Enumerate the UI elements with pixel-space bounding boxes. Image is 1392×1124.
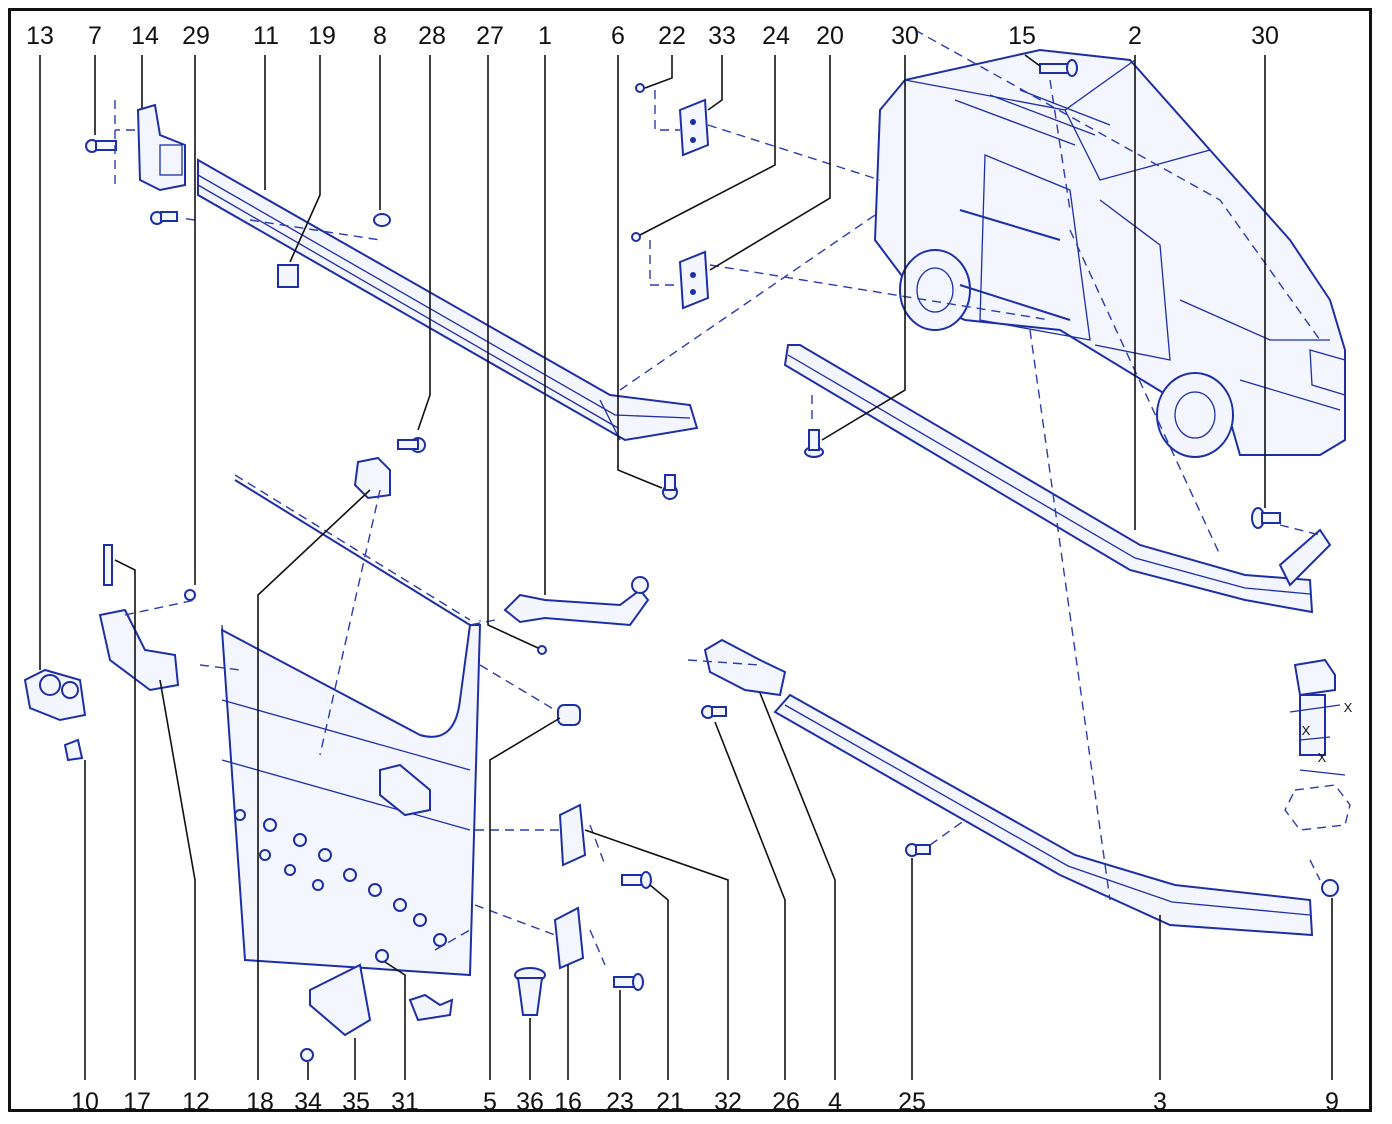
callout-17: 17 (123, 1088, 151, 1116)
part-16-door-striker (553, 906, 585, 970)
callout-11: 11 (253, 22, 279, 50)
callout-5: 5 (483, 1088, 497, 1116)
callout-24: 24 (762, 22, 790, 50)
callout-28: 28 (418, 22, 446, 50)
part-8-washer (373, 213, 391, 227)
part-7-bolt (85, 139, 117, 153)
center-rail (783, 344, 1332, 614)
callout-22: 22 (658, 22, 686, 50)
callout-25: 25 (898, 1088, 926, 1116)
callout-26: 26 (772, 1088, 800, 1116)
van-illustration (873, 48, 1346, 458)
part-24-screw (631, 232, 641, 242)
dimension-x-3: X (1318, 750, 1327, 765)
callout-8: 8 (373, 22, 387, 50)
dimension-x-1: X (1344, 700, 1353, 715)
part-13-lower-roller (23, 668, 87, 722)
top-callouts: 13 7 14 29 11 19 8 28 27 1 6 22 33 24 20… (26, 22, 1279, 50)
part-9-washer (1321, 879, 1339, 897)
part-27-screw (537, 645, 547, 655)
callout-15: 15 (1008, 22, 1036, 50)
callout-14: 14 (131, 22, 159, 50)
callout-16: 16 (554, 1088, 582, 1116)
part-29-screw (184, 589, 196, 601)
callout-23: 23 (606, 1088, 634, 1116)
bottom-callouts: 10 17 12 18 34 35 31 5 36 16 23 21 32 26… (71, 1088, 1339, 1116)
part-18-upper-roller (353, 456, 391, 500)
callout-27: 27 (476, 22, 504, 50)
part-bolt-lower (150, 211, 178, 225)
part-26-screw (701, 705, 727, 719)
callout-19: 19 (308, 22, 336, 50)
callout-34: 34 (294, 1088, 322, 1116)
part-33-striker-plate (678, 98, 710, 157)
assembly-guide-lines (114, 29, 1321, 966)
callout-13: 13 (26, 22, 54, 50)
callout-32: 32 (714, 1088, 742, 1116)
callout-30-right: 30 (1251, 22, 1279, 50)
callout-9: 9 (1325, 1088, 1339, 1116)
part-36-plug (514, 967, 546, 1016)
callout-6: 6 (611, 22, 625, 50)
top-leader-lines (39, 54, 1266, 670)
lower-rail (773, 693, 1314, 937)
part-30-bolt-right (1251, 507, 1281, 529)
bolt-nut-detail (1284, 658, 1351, 831)
part-30-bolt-left (804, 429, 824, 458)
part-10-clip (63, 738, 84, 762)
callout-35: 35 (342, 1088, 370, 1116)
callout-1: 1 (538, 22, 552, 50)
part-19-clip (277, 264, 299, 288)
part-23-bolt (613, 973, 644, 991)
part-6-bolt (662, 474, 678, 500)
callout-7: 7 (88, 22, 102, 50)
upper-rail (197, 158, 699, 442)
part-25-screw (905, 843, 931, 857)
part-34-nut (300, 1048, 314, 1062)
callout-29: 29 (182, 22, 210, 50)
part-21-bolt (621, 871, 652, 889)
detail-dimension-labels: X X X (1302, 700, 1353, 765)
part-15-bolt (1039, 59, 1078, 77)
callout-3: 3 (1153, 1088, 1167, 1116)
part-32-door-striker (558, 803, 587, 867)
sliding-door-panel (220, 474, 482, 977)
callout-12: 12 (182, 1088, 210, 1116)
part-22-screw (635, 83, 645, 93)
part-4-guide-bracket (703, 638, 787, 697)
part-20-striker-plate (678, 250, 710, 310)
part-31-screw (375, 949, 389, 963)
callout-2: 2 (1128, 22, 1142, 50)
callout-33: 33 (708, 22, 736, 50)
callout-30-left: 30 (891, 22, 919, 50)
part-35-lower-roller-bracket (309, 963, 454, 1037)
bottom-leader-lines (84, 489, 1333, 1080)
callout-36: 36 (516, 1088, 544, 1116)
callout-18: 18 (246, 1088, 274, 1116)
part-14-upper-roller-bracket (136, 103, 186, 192)
callout-21: 21 (656, 1088, 684, 1116)
callout-31: 31 (391, 1088, 419, 1116)
part-1-center-roller-arm (503, 576, 650, 627)
callout-10: 10 (71, 1088, 99, 1116)
door-bottom-holes (234, 809, 447, 947)
callout-20: 20 (816, 22, 844, 50)
part-28-bolt (397, 437, 426, 453)
part-5-bushing (557, 704, 581, 726)
callout-4: 4 (828, 1088, 842, 1116)
part-17-pin (103, 544, 113, 586)
part-12-roller-plate (98, 608, 180, 692)
dimension-x-2: X (1302, 723, 1311, 738)
